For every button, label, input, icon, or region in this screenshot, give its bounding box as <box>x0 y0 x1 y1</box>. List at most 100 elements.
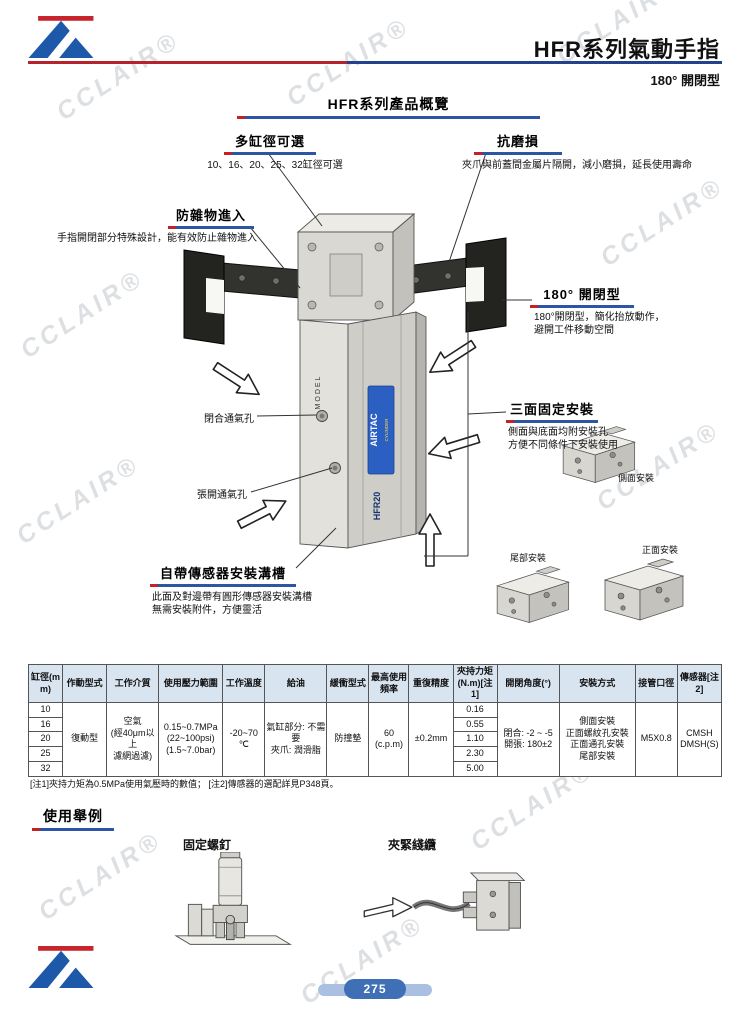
desc-line: 此面及對邊帶有圓形傳感器安裝溝槽 <box>152 592 312 603</box>
col-header-bore: 缸徑(mm) <box>27 663 64 704</box>
front-mount-label: 正面安裝 <box>642 545 679 555</box>
cell-line: 閉合: -2 ~ -5 <box>503 727 553 738</box>
col-header-pressure: 使用壓力範圍 <box>158 663 224 704</box>
page-number: 275 <box>363 982 387 996</box>
callout-open180-title: 180° 開閉型 <box>543 287 621 302</box>
cylinder-body: AIRTAC CYLINDER HFR20 MODEL <box>299 311 427 549</box>
cell-torque: 1.10 <box>452 731 498 748</box>
cell-sensor: CMSH DMSH(S) <box>676 702 723 777</box>
port-close-label: 閉合通氣孔 <box>204 414 254 425</box>
col-header-torque: 夾持力矩(N.m)[注1] <box>452 663 498 704</box>
callout-underline <box>168 226 254 229</box>
desc-line: 無需安裝附件，方便靈活 <box>152 605 262 616</box>
cell-line: (22~100psi) <box>166 733 215 744</box>
page-title: HFR系列氣動手指 <box>533 37 720 62</box>
overview-section-header: HFR系列產品概覽 <box>237 94 540 119</box>
cell-cushion: 防撞墊 <box>326 702 370 777</box>
col-header-oil: 給油 <box>264 663 328 704</box>
watermark: CCLAIR® <box>11 449 145 551</box>
cell-torque: 5.00 <box>452 760 498 777</box>
col-header-sensor: 傳感器[注2] <box>676 663 723 704</box>
cell-line: 開張: 180±2 <box>504 739 553 750</box>
callout-sensor-desc: 此面及對邊帶有圓形傳感器安裝溝槽 無需安裝附件，方便靈活 <box>152 591 332 617</box>
rear-mount-label: 尾部安裝 <box>510 553 547 563</box>
callout-mounting-title: 三面固定安裝 <box>509 402 594 417</box>
callout-bore-desc: 10、16、20、25、32缸徑可選 <box>207 160 343 171</box>
brand-logo <box>28 16 94 58</box>
cell-port-size: M5X0.8 <box>634 702 678 777</box>
watermark: CCLAIR® <box>595 171 729 273</box>
cell-angle: 閉合: -2 ~ -5 開張: 180±2 <box>496 702 560 777</box>
cell-line: -20~70 <box>229 727 258 738</box>
callout-wear-title: 抗磨損 <box>496 134 539 149</box>
rear-mount-diagram <box>495 566 570 624</box>
cell-line: 60 <box>383 727 394 738</box>
callout-bore: 多缸徑可選 <box>224 131 316 155</box>
brand-sticker <box>367 385 395 475</box>
cell-line: CMSH <box>686 727 713 738</box>
watermark: CCLAIR® <box>15 263 149 365</box>
col-header-angle: 開閉角度(°) <box>496 663 560 704</box>
cell-oil: 氣缸部分: 不需要 夾爪: 潤滑脂 <box>264 702 328 777</box>
page-number-badge: 275 <box>344 979 406 999</box>
callout-sensor-title: 自帶傳感器安裝溝槽 <box>159 566 286 581</box>
example1-illustration <box>174 852 292 945</box>
usage-section-header: 使用舉例 <box>32 806 114 831</box>
usage-section-underline <box>32 828 114 831</box>
header-rule <box>28 61 722 64</box>
page-subtitle: 180° 開閉型 <box>650 73 720 88</box>
cell-pressure: 0.15~0.7MPa (22~100psi) (1.5~7.0bar) <box>158 702 224 777</box>
col-header-mounting: 安裝方式 <box>558 663 636 704</box>
front-mount-diagram <box>603 558 685 621</box>
table-row: 10 復動型 空氣 (經40μm以上 濾網過濾) 0.15~0.7MPa (22… <box>27 702 723 777</box>
flow-arrows <box>212 339 481 567</box>
callout-bore-title: 多缸徑可選 <box>234 134 305 149</box>
cell-line: DMSH(S) <box>680 739 719 750</box>
callout-underline <box>150 584 296 587</box>
cell-torque: 0.16 <box>452 702 498 718</box>
cell-torque: 0.55 <box>452 716 498 733</box>
desc-line: 方便不同條件下安裝使用 <box>508 440 618 451</box>
col-header-medium: 工作介質 <box>106 663 160 704</box>
desc-line: 180°開閉型，簡化抬放動作， <box>534 312 665 323</box>
cell-line: 側面安裝 <box>579 715 616 726</box>
cell-action: 復動型 <box>62 702 108 777</box>
cell-frequency: 60 (c.p.m) <box>368 702 410 777</box>
cell-mounting: 側面安裝 正面螺紋孔安裝 正面通孔安裝 尾部安裝 <box>558 702 636 777</box>
callout-mounting-desc: 側面與底面均附安裝孔 方便不同條件下安裝使用 <box>508 426 668 452</box>
callout-wear-desc: 夾爪與前蓋間金屬片隔開，減小磨損，延長使用壽命 <box>462 160 692 171</box>
table-note: [注1]夾持力矩為0.5MPa使用氣壓時的數值； [注2]傳感器的選配詳見P34… <box>30 779 339 789</box>
gripper-head <box>296 213 416 321</box>
col-header-frequency: 最高使用頻率 <box>368 663 410 704</box>
cell-accuracy: ±0.2mm <box>408 702 454 777</box>
cell-temp: -20~70 ℃ <box>222 702 266 777</box>
sticker-model: HFR20 <box>372 492 382 521</box>
cell-line: 正面通孔安裝 <box>570 739 625 750</box>
example1-label: 固定螺釘 <box>183 838 232 852</box>
cell-line: 氣缸部分: 不需要 <box>266 721 326 744</box>
callout-underline <box>506 420 598 423</box>
cell-bore: 16 <box>27 716 64 733</box>
cell-bore: 20 <box>27 731 64 748</box>
cell-line: 正面螺紋孔安裝 <box>565 727 629 738</box>
callout-underline <box>530 305 634 308</box>
cell-medium: 空氣 (經40μm以上 濾網過濾) <box>106 702 160 777</box>
callout-mounting: 三面固定安裝 <box>506 399 598 423</box>
cell-line: (經40μm以上 <box>110 727 155 750</box>
example2-label: 夾緊綫纜 <box>388 838 437 852</box>
col-header-action: 作動型式 <box>62 663 108 704</box>
spec-table: 缸徑(mm) 作動型式 工作介質 使用壓力範圍 工作溫度 給油 緩衝型式 最高使… <box>27 663 723 777</box>
cell-bore: 10 <box>27 702 64 718</box>
desc-line: 側面與底面均附安裝孔 <box>508 427 608 438</box>
callout-underline <box>224 152 316 155</box>
cell-line: (c.p.m) <box>374 739 403 750</box>
usage-section-title: 使用舉例 <box>43 808 103 824</box>
cell-line: 0.15~0.7MPa <box>163 721 218 732</box>
product-illustration: AIRTAC CYLINDER HFR20 MODEL <box>183 213 507 567</box>
overview-section-underline <box>237 116 540 119</box>
callout-open180: 180° 開閉型 <box>530 284 634 308</box>
callout-sensor: 自帶傳感器安裝溝槽 <box>150 563 296 587</box>
col-header-temp: 工作溫度 <box>222 663 266 704</box>
col-header-port: 接管口徑 <box>634 663 678 704</box>
